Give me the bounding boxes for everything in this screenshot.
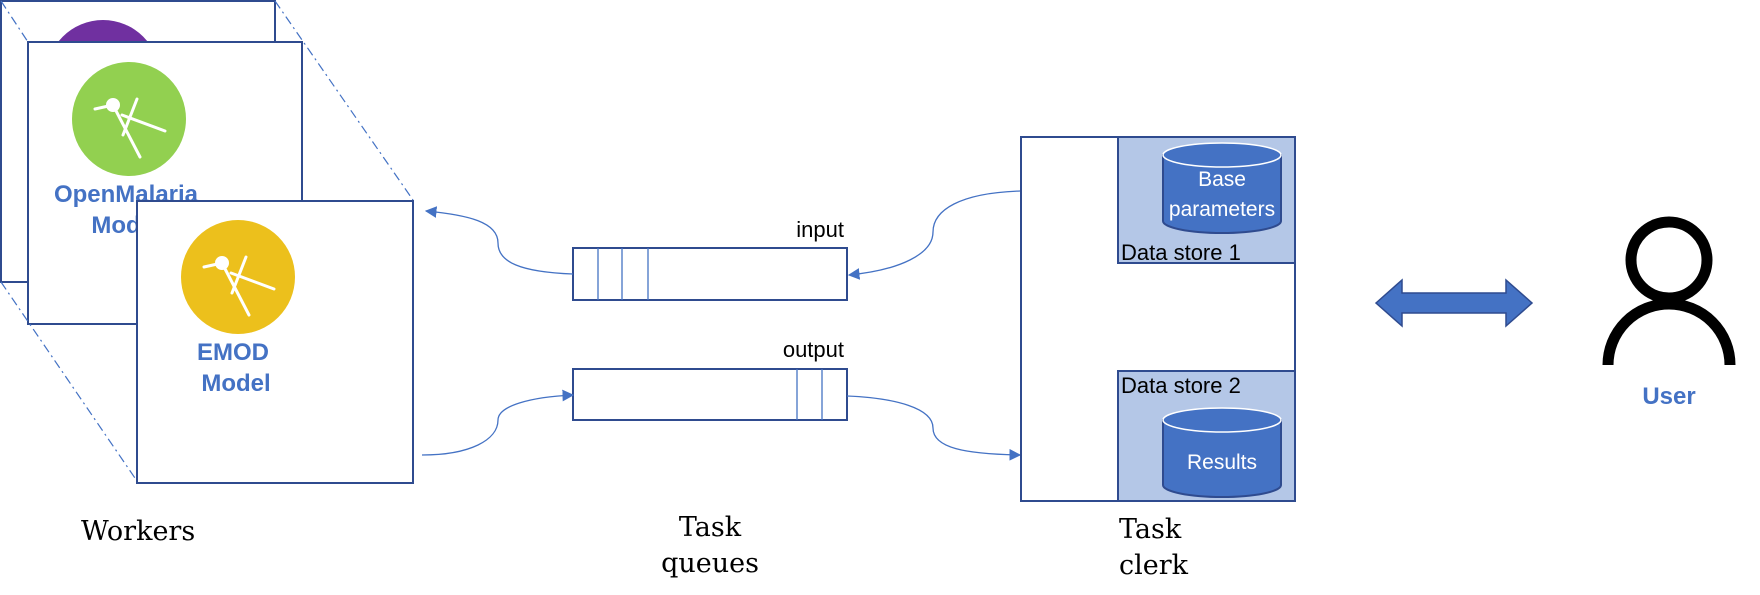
output-queue-label: output — [783, 337, 844, 362]
input-queue: input — [572, 217, 848, 301]
workers-caption: Workers — [81, 516, 195, 547]
worker-card-front: EMOD Model — [136, 200, 414, 484]
task-queues-caption-line1: Task — [679, 512, 742, 543]
task-queues-caption-line2: queues — [661, 548, 759, 579]
output-queue: output — [572, 337, 848, 421]
stack-perspective-lines — [0, 0, 414, 482]
data-store-1: Base parameters Data store 1 — [1117, 136, 1296, 265]
arrow-clerk-to-input — [847, 190, 1021, 280]
task-clerk-caption-line1: Task — [1119, 514, 1182, 545]
data-store-2: Data store 2 Results — [1117, 370, 1296, 502]
input-queue-label: input — [796, 217, 844, 242]
task-clerk: Base parameters Data store 1 Data store … — [1020, 136, 1296, 581]
arrow-input-to-workers — [424, 206, 574, 275]
drafting-compass-icon — [93, 97, 167, 159]
data-store-1-label: Data store 1 — [1121, 240, 1241, 265]
base-parameters-label-line1: Base — [1198, 168, 1246, 191]
arrow-workers-to-output — [421, 389, 575, 456]
task-queues: input output Task queues — [572, 217, 848, 579]
user-label: User — [1642, 383, 1695, 410]
emod-model-label-line1: EMOD — [197, 339, 269, 366]
database-icon-base-parameters: Base parameters — [1162, 142, 1282, 234]
emod-model-label-line2: Model — [201, 370, 270, 397]
flow-connectors — [421, 190, 1022, 461]
workers-stack: OpenMalaria Model EMOD Model Workers — [0, 0, 414, 547]
database-icon-results: Results — [1162, 407, 1282, 498]
data-store-2-label: Data store 2 — [1121, 373, 1241, 398]
results-label: Results — [1187, 451, 1257, 474]
base-parameters-label-line2: parameters — [1169, 198, 1275, 221]
double-arrow-icon — [1374, 278, 1534, 328]
user-icon — [1602, 216, 1736, 366]
drafting-compass-icon — [202, 255, 276, 317]
arrow-output-to-clerk — [846, 395, 1022, 461]
task-clerk-caption-line2: clerk — [1119, 550, 1189, 581]
